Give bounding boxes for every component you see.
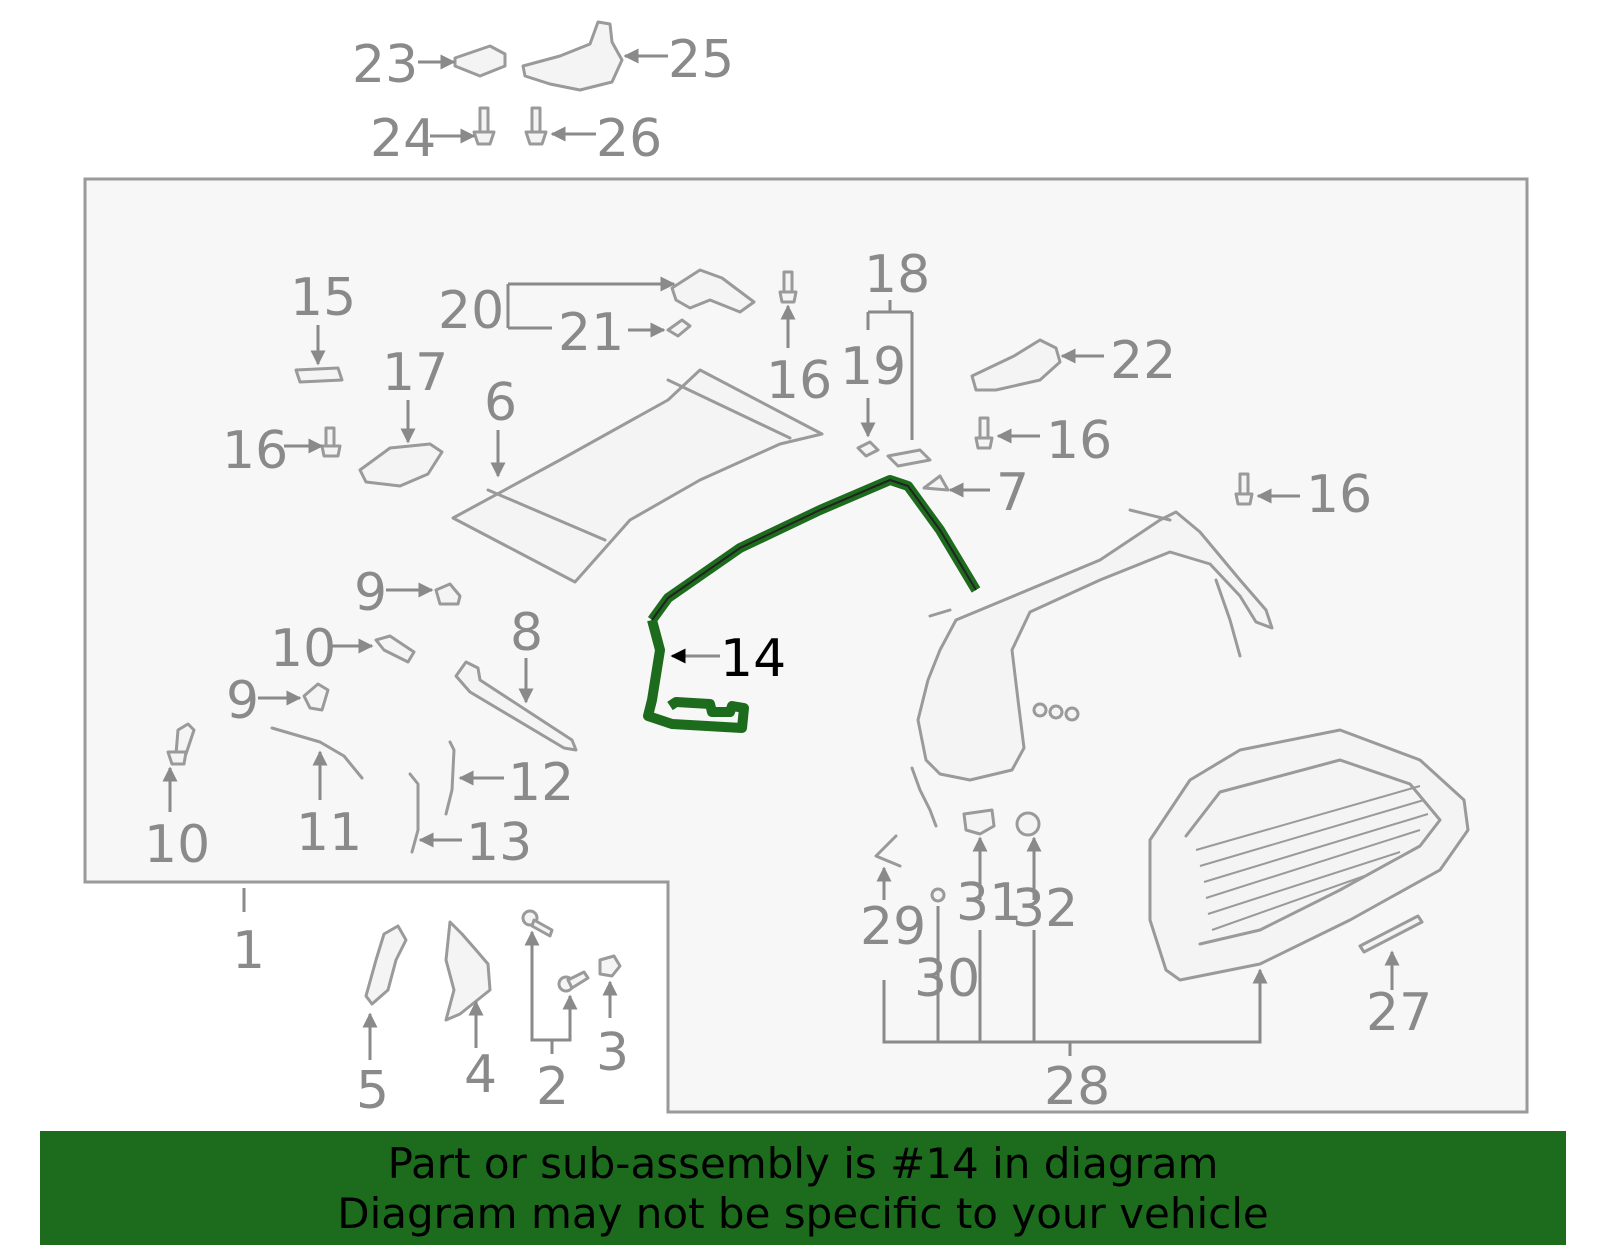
callout-5: 5	[356, 1061, 389, 1121]
part-15-plate	[294, 366, 344, 384]
part-22-bracket	[970, 338, 1062, 392]
part-21-clip	[666, 318, 692, 338]
callout-29: 29	[860, 897, 926, 957]
part-25-hinge	[521, 20, 624, 92]
part-5-bracket	[364, 924, 408, 1006]
callout-26: 26	[596, 109, 662, 169]
part-23-bracket	[453, 44, 507, 78]
callout-10-lower: 10	[144, 815, 210, 875]
part-27-strip	[1358, 914, 1424, 954]
part-11-strip	[270, 726, 364, 780]
part-20-bracket	[670, 268, 756, 314]
part-12-strip	[444, 740, 456, 816]
info-banner: Part or sub-assembly is #14 in diagram D…	[40, 1131, 1566, 1245]
callout-23: 23	[352, 35, 418, 95]
banner-line-1: Part or sub-assembly is #14 in diagram	[387, 1139, 1219, 1188]
callout-14: 14	[720, 629, 786, 689]
callout-30: 30	[914, 949, 980, 1009]
callout-18: 18	[864, 245, 930, 305]
part-16-bolt-right	[974, 416, 994, 450]
callout-24: 24	[370, 109, 436, 169]
callout-16-right: 16	[1046, 411, 1112, 471]
callout-28: 28	[1044, 1057, 1110, 1117]
part-4-bracket	[444, 920, 492, 1022]
callout-32: 32	[1012, 879, 1078, 939]
part-19-clip	[856, 440, 880, 458]
callout-2: 2	[536, 1057, 569, 1117]
part-6-roof-panel	[451, 368, 824, 584]
part-13-strip	[408, 772, 420, 854]
callout-27: 27	[1366, 983, 1432, 1043]
callout-21: 21	[558, 303, 624, 363]
banner-line-2: Diagram may not be specific to your vehi…	[337, 1189, 1269, 1238]
callout-9-lower: 9	[226, 671, 259, 731]
callout-16-left: 16	[222, 421, 288, 481]
part-31-clip	[962, 808, 996, 836]
leader-2	[530, 940, 572, 1054]
callout-20: 20	[438, 281, 504, 341]
callout-22: 22	[1110, 331, 1176, 391]
callout-12: 12	[508, 753, 574, 813]
callout-19: 19	[840, 337, 906, 397]
callout-11: 11	[296, 803, 362, 863]
part-26-bolt	[524, 106, 548, 146]
callout-16-top: 16	[766, 351, 832, 411]
callout-15: 15	[290, 268, 356, 328]
part-32-grommet	[1015, 811, 1041, 837]
part-2-bolt-upper	[521, 909, 554, 938]
callout-7: 7	[996, 463, 1029, 523]
part-24-bolt	[472, 106, 496, 146]
part-18-plate	[886, 448, 932, 468]
callout-9-upper: 9	[354, 563, 387, 623]
part-14-weatherstrip	[643, 475, 981, 733]
callout-8: 8	[510, 603, 543, 663]
part-7-clip	[922, 474, 950, 492]
part-2-bolt-lower	[557, 970, 590, 993]
callout-10-upper: 10	[270, 619, 336, 679]
callout-13: 13	[466, 813, 532, 873]
callout-4: 4	[464, 1045, 497, 1105]
part-16-bolt-far-right	[1234, 472, 1254, 506]
callout-3: 3	[596, 1023, 629, 1083]
part-9-clip-lower	[302, 682, 330, 712]
part-30-pin	[930, 887, 946, 903]
part-10-bolt-upper	[374, 634, 416, 664]
callout-1: 1	[232, 921, 265, 981]
leader-28	[882, 906, 1262, 1056]
callout-25: 25	[668, 30, 734, 90]
callout-16-far-right: 16	[1306, 465, 1372, 525]
part-8-molding	[454, 660, 578, 752]
part-28-rear-window	[1148, 728, 1470, 982]
callout-17: 17	[382, 343, 448, 403]
part-16-bolt-top	[778, 270, 798, 304]
part-29-clip	[874, 834, 902, 868]
part-rear-top-frame	[910, 508, 1274, 828]
leader-18	[866, 300, 914, 440]
part-10-bolt-lower	[166, 722, 196, 766]
callout-6: 6	[484, 373, 517, 433]
part-9-clip-upper	[434, 582, 462, 606]
callout-31: 31	[956, 873, 1022, 933]
part-3-nut	[598, 954, 622, 978]
part-17-bracket	[358, 442, 444, 488]
